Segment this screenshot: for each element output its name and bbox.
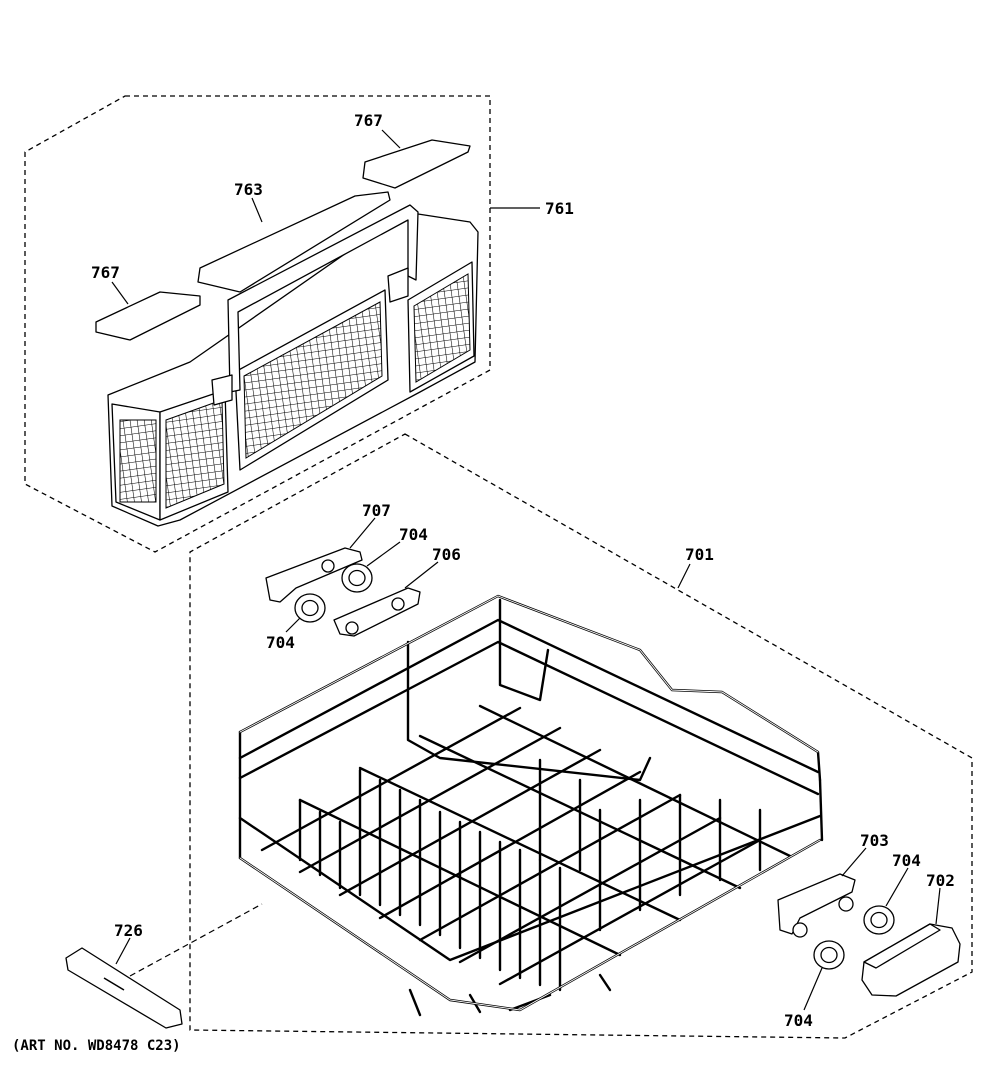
callout-704-b: 704	[266, 633, 295, 652]
callout-703: 703	[860, 831, 889, 850]
leader-706	[404, 561, 439, 589]
callout-701: 701	[685, 545, 714, 564]
basket-assembly-group: 767 763 767 761	[24, 95, 574, 553]
wheel-704-c	[863, 905, 895, 935]
callout-702: 702	[926, 871, 955, 890]
leader-767-left	[111, 281, 129, 305]
basket-lid-767-top	[362, 139, 471, 189]
leader-726	[115, 937, 131, 965]
wheel-clip-707	[265, 547, 363, 603]
callout-704-a: 704	[399, 525, 428, 544]
callout-704-c: 704	[892, 851, 921, 870]
art-number: (ART NO. WD8478 C23)	[12, 1038, 181, 1054]
wheel-704-d	[813, 940, 845, 970]
lower-wire-rack	[238, 594, 824, 1017]
rack-assembly-group: 707 704 706 704 701 703 704 702 726 704	[65, 433, 973, 1039]
leader-703	[841, 847, 867, 877]
callout-767-top: 767	[354, 111, 383, 130]
nameplate-mounting-line	[129, 903, 263, 977]
leader-702	[935, 887, 941, 925]
rack-stop-702	[861, 923, 961, 997]
leader-704-b	[285, 617, 301, 633]
callout-726: 726	[114, 921, 143, 940]
callout-707: 707	[362, 501, 391, 520]
callout-763: 763	[234, 180, 263, 199]
leader-704-d	[803, 967, 823, 1011]
callout-706: 706	[432, 545, 461, 564]
leader-704-c	[885, 867, 909, 907]
leader-701	[677, 563, 691, 589]
wheel-704-a	[341, 563, 373, 593]
basket-lid-763	[197, 191, 391, 293]
leader-763	[251, 197, 263, 223]
nameplate-726	[65, 947, 183, 1029]
callout-761: 761	[545, 199, 574, 218]
basket-group-boundary	[24, 95, 491, 553]
leader-704-a	[366, 541, 401, 567]
leader-767-top	[381, 129, 401, 149]
leader-707	[349, 517, 376, 549]
silverware-basket	[107, 204, 479, 527]
wheel-704-b	[294, 593, 326, 623]
callout-704-d: 704	[784, 1011, 813, 1030]
callout-767-left: 767	[91, 263, 120, 282]
basket-lid-767-left	[95, 291, 201, 341]
rack-group-boundary	[189, 433, 973, 1039]
